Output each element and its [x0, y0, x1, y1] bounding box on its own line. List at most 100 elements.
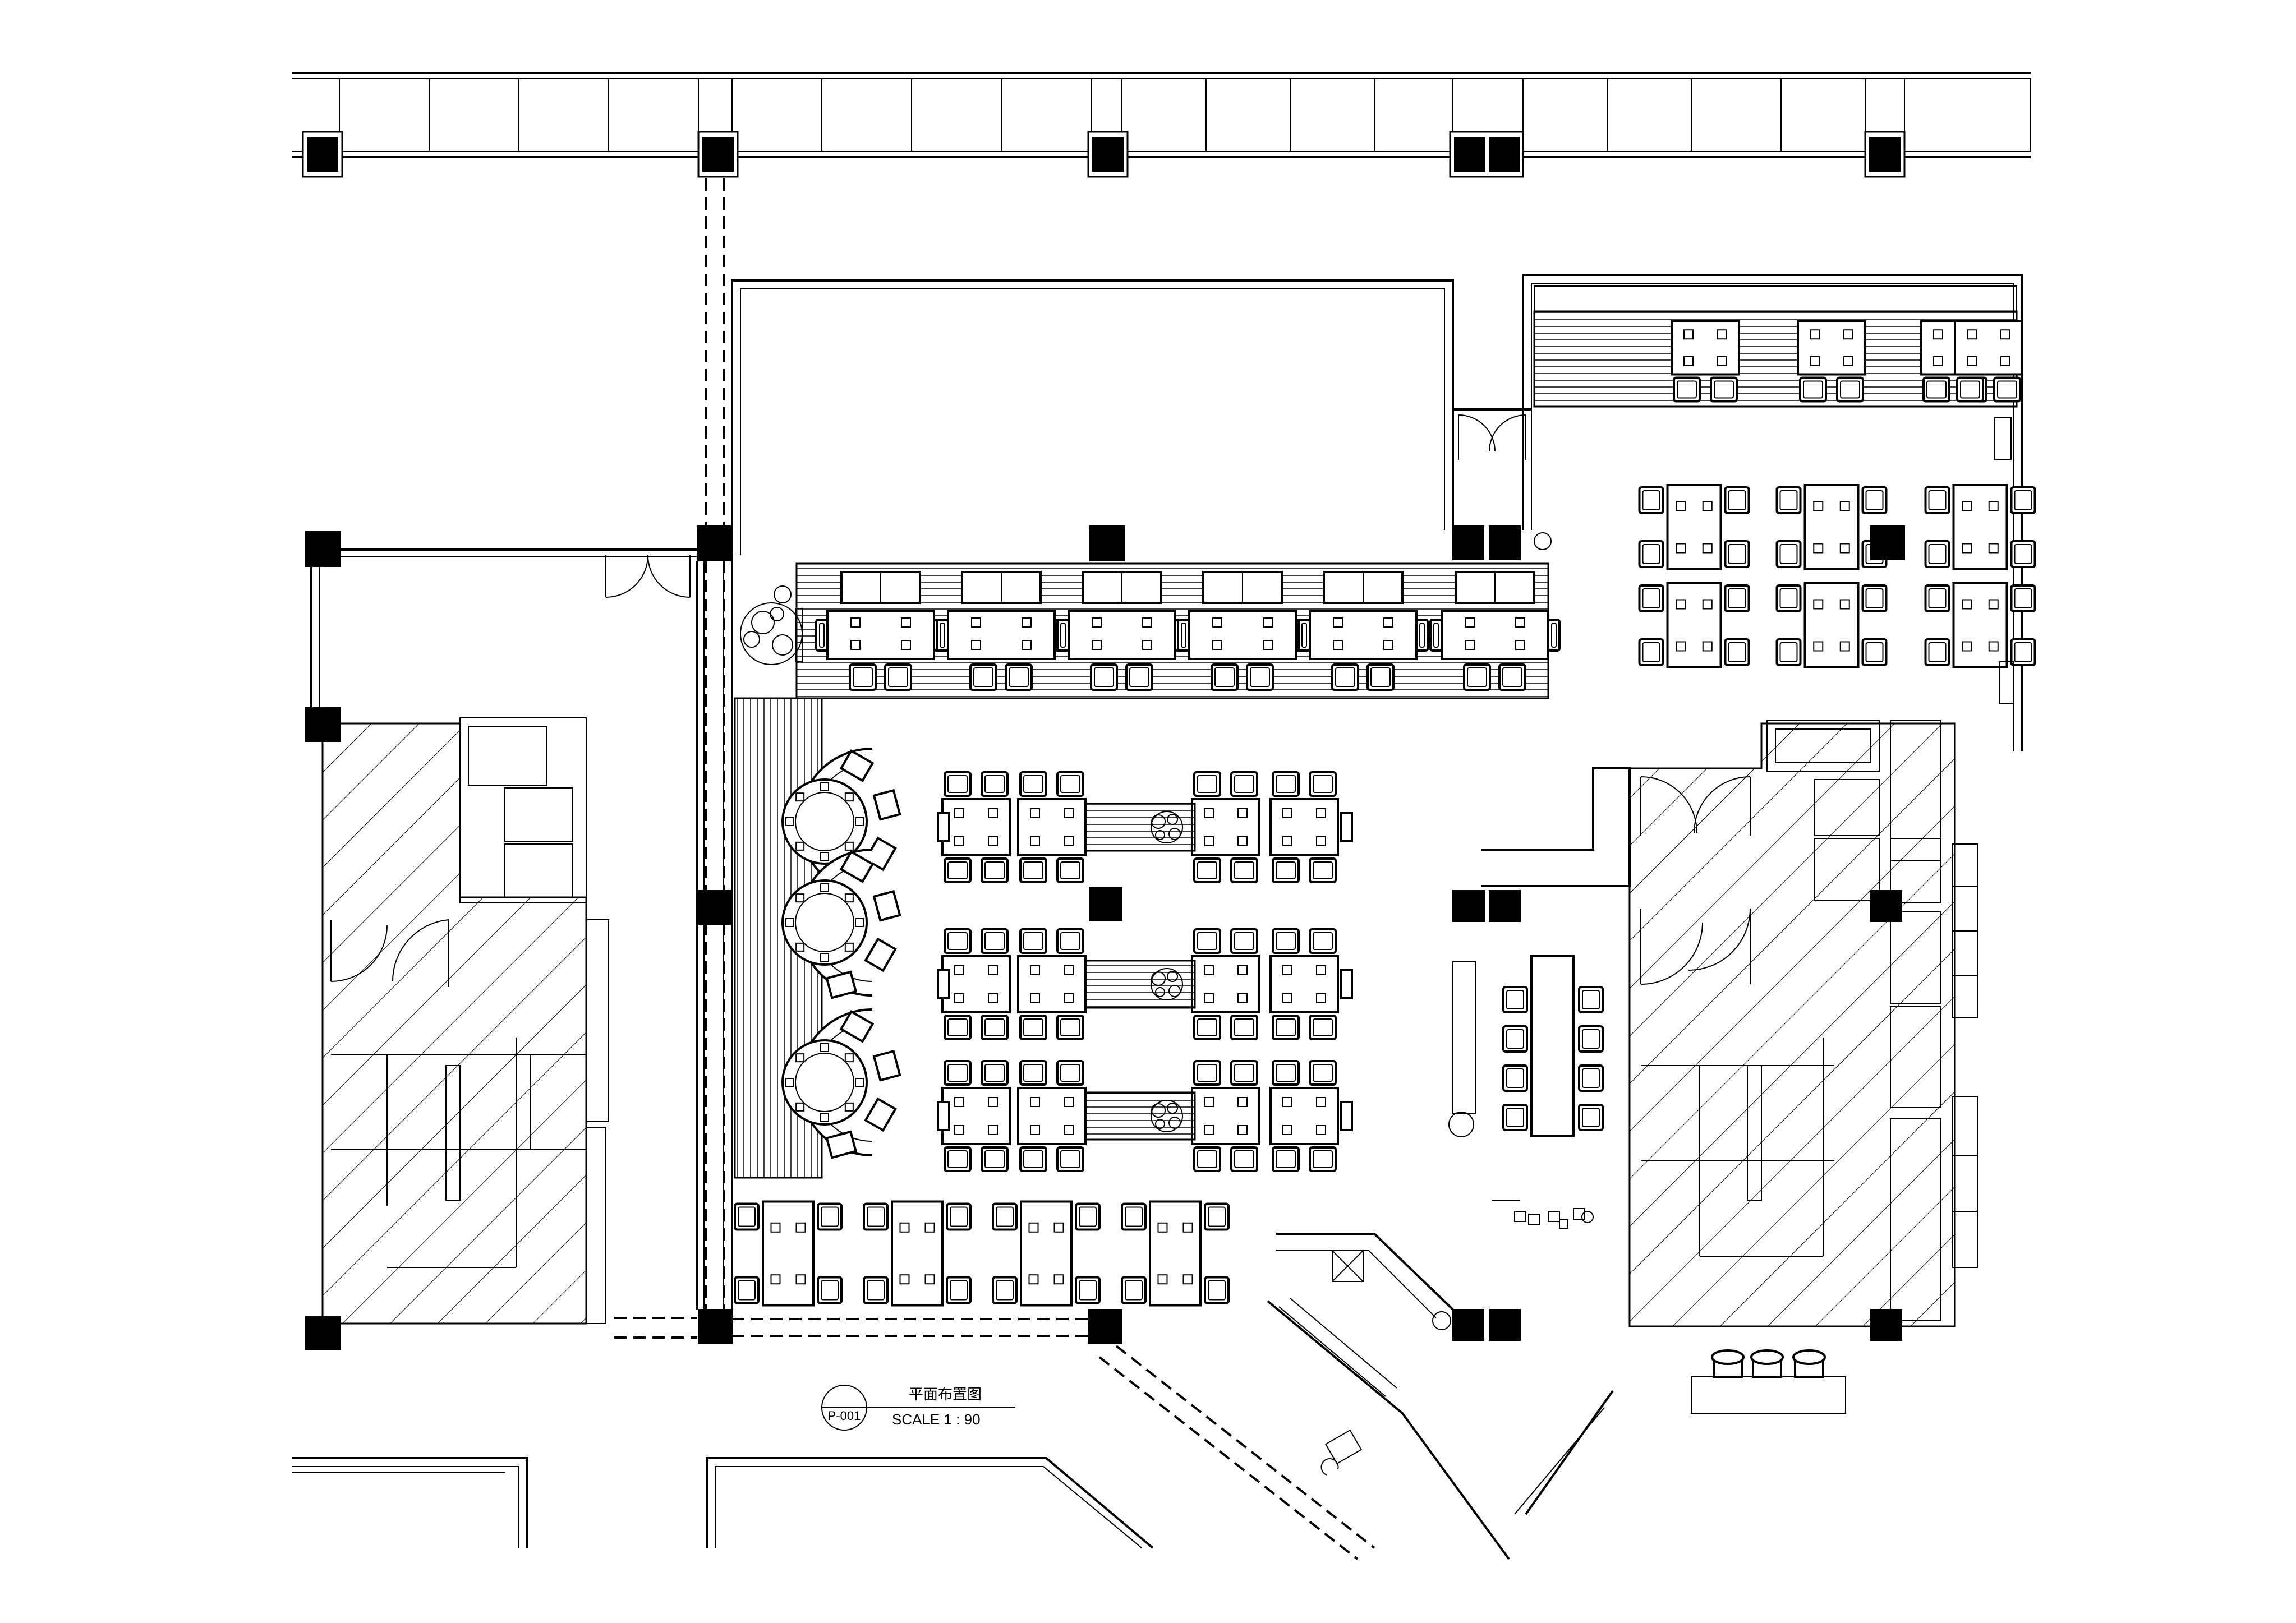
- structural-column-icon: [1490, 890, 1521, 922]
- chair-icon: [1309, 857, 1337, 883]
- round-table-icon: [781, 849, 901, 999]
- chair-icon: [1272, 771, 1300, 797]
- chair-icon: [1125, 663, 1153, 691]
- dining-table-icon: [1017, 928, 1087, 1040]
- structural-column-icon: [1087, 131, 1129, 178]
- chair-icon: [1775, 540, 1802, 568]
- chair-icon: [1056, 928, 1084, 954]
- round-table-icon: [781, 1008, 901, 1159]
- dining-table-icon: [1775, 582, 1888, 668]
- chair-icon: [1272, 1146, 1300, 1172]
- chair-icon: [1502, 1064, 1528, 1092]
- right-stair-core: [1628, 720, 1978, 1341]
- drawing-scale: SCALE 1 : 90: [892, 1411, 981, 1428]
- chair-icon: [1673, 376, 1701, 403]
- dining-table-icon: [941, 1060, 1011, 1172]
- dining-table-icon: [1017, 771, 1087, 883]
- structural-column-icon: [1089, 887, 1122, 921]
- chair-icon: [1724, 584, 1750, 612]
- chair-icon: [1056, 1060, 1084, 1086]
- bar-accessories: [1320, 1200, 1585, 1476]
- chair-icon: [1578, 1104, 1604, 1131]
- chair-icon: [937, 812, 950, 842]
- kitchen-wedge: [1267, 1211, 1614, 1560]
- chair-icon: [734, 1202, 760, 1231]
- chair-icon: [1309, 928, 1337, 954]
- chair-icon: [944, 1015, 972, 1040]
- chair-icon: [1272, 857, 1300, 883]
- chair-icon: [2010, 638, 2036, 666]
- stair-arrow-icon: [1641, 1038, 1834, 1257]
- chair-icon: [981, 771, 1009, 797]
- beam-lines: [614, 178, 1375, 1560]
- dining-table-icon: [1191, 928, 1260, 1040]
- chair-icon: [884, 663, 912, 691]
- chair-icon: [1193, 1146, 1221, 1172]
- structural-column-icon: [697, 525, 733, 561]
- chair-icon: [1075, 1202, 1101, 1231]
- upper-right-room: [1452, 408, 2014, 704]
- dining-table-icon: [1638, 582, 1750, 668]
- chair-icon: [849, 663, 877, 691]
- chair-icon: [1638, 638, 1664, 666]
- chair-icon: [1638, 486, 1664, 514]
- chair-icon: [1340, 1101, 1353, 1131]
- drawing-title: 平面布置图: [909, 1386, 982, 1403]
- chair-icon: [1272, 928, 1300, 954]
- chair-icon: [1502, 986, 1528, 1013]
- structural-column-icon: [302, 131, 343, 178]
- chair-icon: [1056, 771, 1084, 797]
- chair-icon: [1415, 619, 1429, 652]
- chair-icon: [937, 969, 950, 999]
- dining-table-icon: [863, 1200, 972, 1307]
- chair-icon: [1724, 540, 1750, 568]
- chair-icon: [1366, 663, 1395, 691]
- chair-icon: [1019, 1146, 1047, 1172]
- window-sill: [1534, 285, 2017, 312]
- structural-column-icon: [1449, 131, 1524, 178]
- structural-column-icon: [1870, 1309, 1902, 1341]
- dining-table-icon: [1775, 484, 1888, 570]
- chair-icon: [1177, 619, 1190, 652]
- chair-icon: [1019, 928, 1047, 954]
- chair-icon: [1924, 540, 1950, 568]
- planter-icon: [740, 585, 803, 665]
- chair-icon: [1331, 663, 1359, 691]
- chair-icon: [863, 1276, 889, 1304]
- title-block: P-001 平面布置图 SCALE 1 : 90: [821, 1385, 1015, 1431]
- chair-icon: [1309, 1015, 1337, 1040]
- dining-table-icon: [1191, 771, 1260, 883]
- dining-table-icon: [1797, 320, 1866, 403]
- chair-icon: [944, 928, 972, 954]
- chair-icon: [863, 1202, 889, 1231]
- structural-column-icon: [1452, 1309, 1484, 1341]
- structural-column-icon: [697, 890, 733, 925]
- chair-icon: [981, 1015, 1009, 1040]
- booth-table-icon: [1429, 571, 1561, 691]
- chair-icon: [1056, 619, 1070, 652]
- structural-column-icon: [1452, 525, 1484, 560]
- chair-icon: [1019, 1060, 1047, 1086]
- chair-icon: [1924, 638, 1950, 666]
- structural-column-icon: [1870, 890, 1902, 922]
- chair-icon: [1861, 486, 1888, 514]
- structural-column-icon: [1089, 525, 1125, 561]
- dining-table-icon: [1671, 320, 1740, 403]
- chair-icon: [817, 1202, 843, 1231]
- chair-icon: [1019, 771, 1047, 797]
- chair-icon: [1547, 619, 1561, 652]
- chair-icon: [1075, 1276, 1101, 1304]
- bar-counter: [1448, 767, 1631, 1137]
- planter-icon: [1151, 968, 1183, 1000]
- chair-icon: [1309, 1060, 1337, 1086]
- structural-column-icon: [1870, 525, 1905, 560]
- dining-table-icon: [1954, 320, 2023, 403]
- structural-column-icon: [1088, 1309, 1122, 1344]
- chair-icon: [1309, 771, 1337, 797]
- chair-icon: [1297, 619, 1311, 652]
- structural-column-icon: [1864, 131, 1906, 178]
- chair-icon: [946, 1276, 972, 1304]
- planter-box-icon: [1084, 1091, 1196, 1141]
- chair-icon: [815, 619, 829, 652]
- dining-table-icon: [1269, 1060, 1339, 1172]
